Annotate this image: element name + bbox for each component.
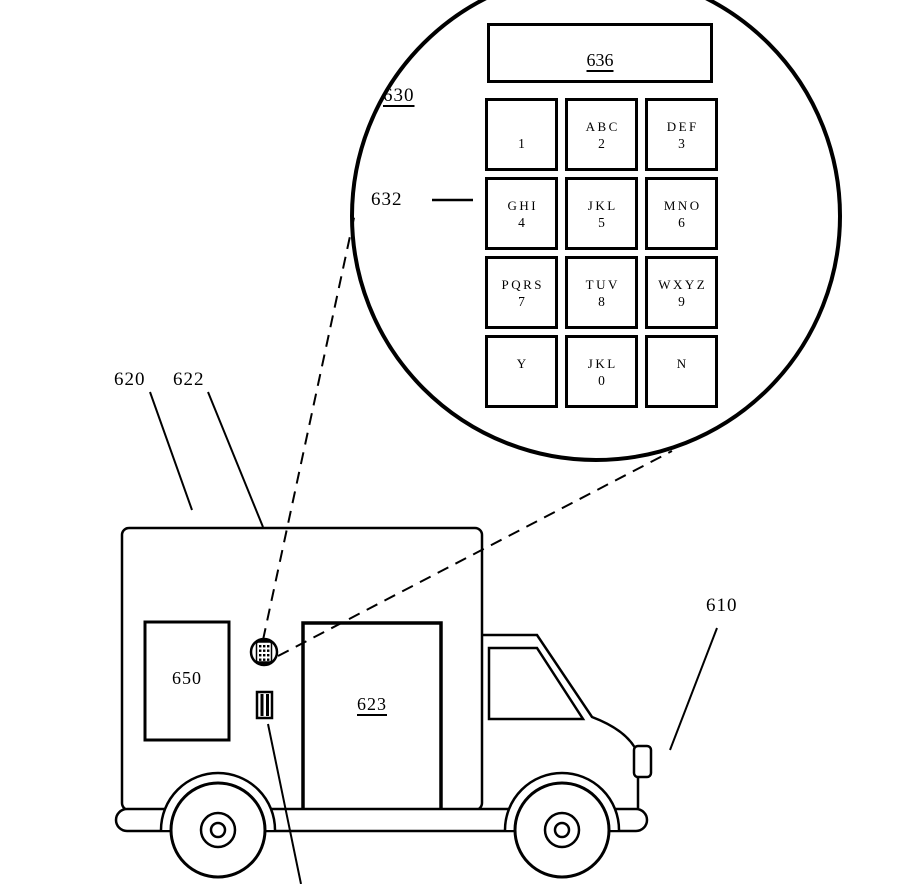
- leader-line-620: [149, 391, 193, 511]
- display-ref-label: 636: [586, 49, 614, 70]
- keypad-grid: 1 ABC 2 DEF 3 GHI 4 JKL 5 MNO 6 PQRS 7 T…: [485, 98, 718, 408]
- ref-label-650: 650: [172, 668, 202, 688]
- keypad-key-9: WXYZ 9: [645, 256, 718, 329]
- magnifier-dashed-line-right: [277, 450, 673, 657]
- leader-line-610: [669, 627, 718, 751]
- keypad-key-5: JKL 5: [565, 177, 638, 250]
- rear-hub-center: [209, 821, 227, 839]
- cargo-door: [301, 621, 443, 812]
- keypad-key-0: JKL 0: [565, 335, 638, 408]
- ref-label-630: 630: [383, 85, 415, 106]
- cab-window: [487, 646, 586, 721]
- keypad-key-3: DEF 3: [645, 98, 718, 171]
- keypad-key-8: TUV 8: [565, 256, 638, 329]
- front-hub-center: [553, 821, 571, 839]
- keypad-key-2: ABC 2: [565, 98, 638, 171]
- headlight: [632, 744, 653, 779]
- ref-label-632: 632: [371, 189, 403, 210]
- magnifier-circle: [350, 0, 842, 462]
- leader-line-card-slot: [267, 723, 302, 884]
- keypad-display: 636: [487, 23, 713, 83]
- keypad-key-7: PQRS 7: [485, 256, 558, 329]
- side-panel: [143, 620, 231, 742]
- keypad-key-4: GHI 4: [485, 177, 558, 250]
- magnifier-dashed-line-left: [262, 212, 356, 641]
- ref-label-623: 623: [357, 694, 387, 714]
- keypad-key-no: N: [645, 335, 718, 408]
- ref-label-620: 620: [114, 369, 146, 390]
- leader-line-622: [207, 391, 264, 528]
- keypad-key-yes: Y: [485, 335, 558, 408]
- ref-label-622: 622: [173, 369, 205, 390]
- truck-keypad-icon: [249, 637, 279, 667]
- keypad-key-1: 1: [485, 98, 558, 171]
- keypad-key-6: MNO 6: [645, 177, 718, 250]
- card-slot-icon: [255, 690, 274, 720]
- ref-label-610: 610: [706, 595, 738, 616]
